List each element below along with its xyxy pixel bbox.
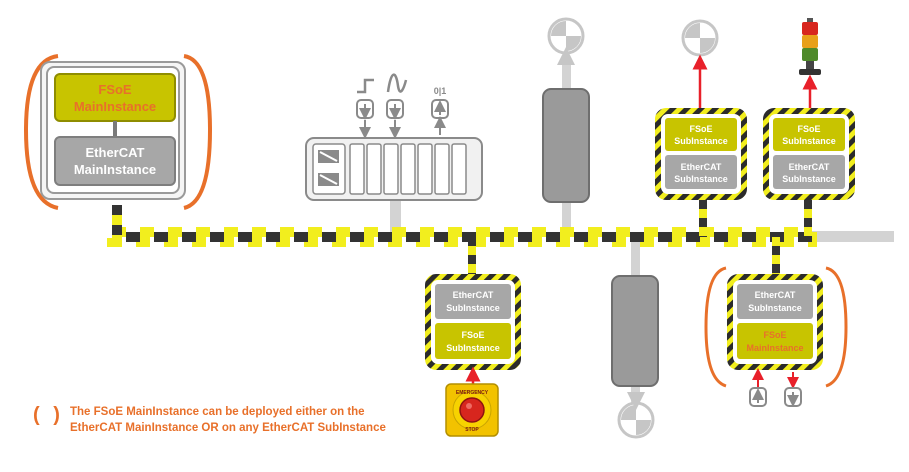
subinstance-top-left: FSoE SubInstance EtherCAT SubInstance [655, 108, 747, 200]
main-ethercat-line1: EtherCAT [86, 145, 145, 160]
bm-fsoe-line2: SubInstance [446, 343, 500, 353]
subinstance-bottom-right: EtherCAT SubInstance FSoE MainInstance [704, 266, 848, 388]
drive-top [542, 88, 590, 203]
tr-fsoe-line1: FSoE [797, 124, 820, 134]
output-terminal-icon [431, 99, 449, 119]
legend-brace-icon: ( ) [33, 404, 64, 426]
subinstance-bottom-middle: EtherCAT SubInstance FSoE SubInstance [425, 274, 521, 370]
legend-line2: EtherCAT MainInstance OR on any EtherCAT… [70, 422, 386, 434]
input-terminal-icon [356, 99, 374, 120]
bm-ethercat-line1: EtherCAT [453, 290, 494, 300]
tl-ethercat-line2: SubInstance [674, 174, 728, 184]
main-node: FSoE MainInstance EtherCAT MainInstance [23, 54, 213, 210]
drive-bottom [611, 275, 659, 387]
output-terminal-icon [749, 387, 767, 407]
legend-line1: The FSoE MainInstance can be deployed ei… [70, 406, 365, 418]
motor-icon [547, 17, 585, 55]
tr-fsoe-line2: SubInstance [782, 136, 836, 146]
input-terminal-icon [386, 99, 404, 120]
estop-top-text: EMERGENCY [456, 390, 489, 396]
digital-signal-icon [357, 78, 374, 94]
motor-icon [617, 401, 655, 439]
io-module: 0|1 [305, 73, 483, 201]
emergency-stop-icon: EMERGENCY STOP [445, 383, 499, 437]
digital-label: 0|1 [434, 86, 447, 96]
main-fsoe-line2: MainInstance [74, 99, 156, 114]
analog-signal-icon [386, 73, 408, 93]
motor-icon [681, 19, 719, 57]
tl-fsoe-line2: SubInstance [674, 136, 728, 146]
br-fsoe-line2: MainInstance [746, 343, 803, 353]
subinstance-top-right: FSoE SubInstance EtherCAT SubInstance [763, 108, 855, 200]
bm-fsoe-line1: FSoE [461, 330, 484, 340]
tl-ethercat-line1: EtherCAT [681, 162, 722, 172]
ethercat-bus [107, 200, 817, 276]
br-fsoe-line1: FSoE [763, 330, 786, 340]
bm-ethercat-line2: SubInstance [446, 303, 500, 313]
main-fsoe-line1: FSoE [98, 82, 132, 97]
tl-fsoe-line1: FSoE [689, 124, 712, 134]
main-ethercat-box [54, 136, 176, 186]
stack-light-icon [799, 18, 821, 75]
legend: The FSoE MainInstance can be deployed ei… [70, 404, 430, 436]
br-ethercat-line2: SubInstance [748, 303, 802, 313]
input-terminal-icon [784, 387, 802, 407]
estop-bottom-text: STOP [465, 427, 479, 433]
tr-ethercat-line1: EtherCAT [789, 162, 830, 172]
main-ethercat-line2: MainInstance [74, 162, 156, 177]
tr-ethercat-line2: SubInstance [782, 174, 836, 184]
br-ethercat-line1: EtherCAT [755, 290, 796, 300]
